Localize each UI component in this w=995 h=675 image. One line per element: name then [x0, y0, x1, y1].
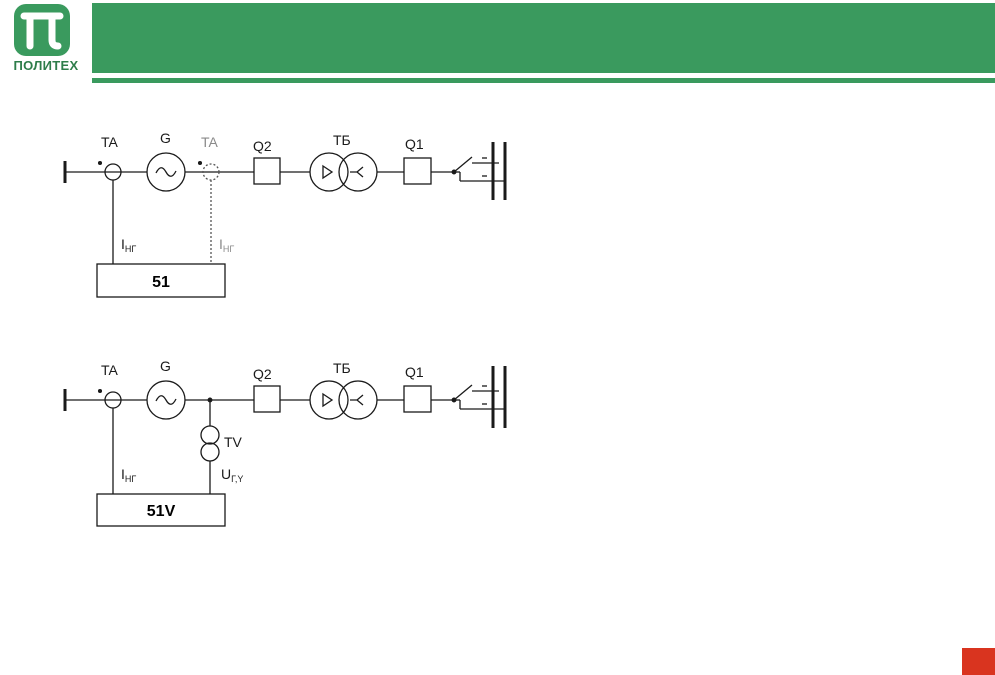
label-q2: Q2: [253, 138, 272, 154]
label-ta: TA: [101, 134, 119, 150]
logo: ПОЛИТЕХ: [0, 0, 92, 78]
breaker-q1: [403, 385, 432, 413]
voltage-transformer-winding-2: [200, 442, 220, 462]
breaker-q1: [403, 157, 432, 185]
label-current: IНГ: [121, 236, 136, 254]
disconnector-blade: [453, 156, 473, 173]
polarity-dot: [97, 388, 103, 394]
breaker-q2: [253, 385, 281, 413]
header-rule: [92, 78, 995, 83]
breaker-q2: [253, 157, 281, 185]
label-tb: ТБ: [333, 132, 351, 148]
disconnector-blade: [453, 384, 473, 401]
page-marker: [962, 648, 995, 675]
label-q1: Q1: [405, 136, 424, 152]
label-q1: Q1: [405, 364, 424, 380]
relay-51-box: [96, 263, 226, 298]
label-voltage: UГ,Y: [221, 466, 243, 484]
header-bar: [92, 3, 995, 73]
label-current: IНГ: [121, 466, 136, 484]
diagram-2: [63, 366, 507, 527]
generator-wave: [155, 167, 177, 177]
relay-51v-box: [96, 493, 226, 527]
polarity-dot: [197, 160, 203, 166]
label-g: G: [160, 358, 171, 374]
label-ta: TA: [101, 362, 119, 378]
label-tb: ТБ: [333, 360, 351, 376]
label-g: G: [160, 130, 171, 146]
delta-symbol: [322, 164, 334, 180]
label-tv: TV: [224, 434, 243, 450]
pi-letter-icon: [14, 4, 70, 56]
logo-text: ПОЛИТЕХ: [13, 58, 79, 73]
relay-51-label: 51: [152, 274, 170, 291]
label-q2: Q2: [253, 366, 272, 382]
diagram-1: [63, 142, 507, 298]
wye-symbol: [350, 394, 364, 406]
voltage-transformer-winding-1: [200, 425, 220, 445]
label-current-alt: IНГ: [219, 236, 234, 254]
polarity-dot: [97, 160, 103, 166]
wye-symbol: [350, 166, 364, 178]
label-ta-alt: TA: [201, 134, 219, 150]
delta-symbol: [322, 392, 334, 408]
generator-wave: [155, 395, 177, 405]
transformer-winding-1: [309, 380, 349, 420]
relay-51v-label: 51V: [147, 503, 176, 520]
transformer-winding-1: [309, 152, 349, 192]
